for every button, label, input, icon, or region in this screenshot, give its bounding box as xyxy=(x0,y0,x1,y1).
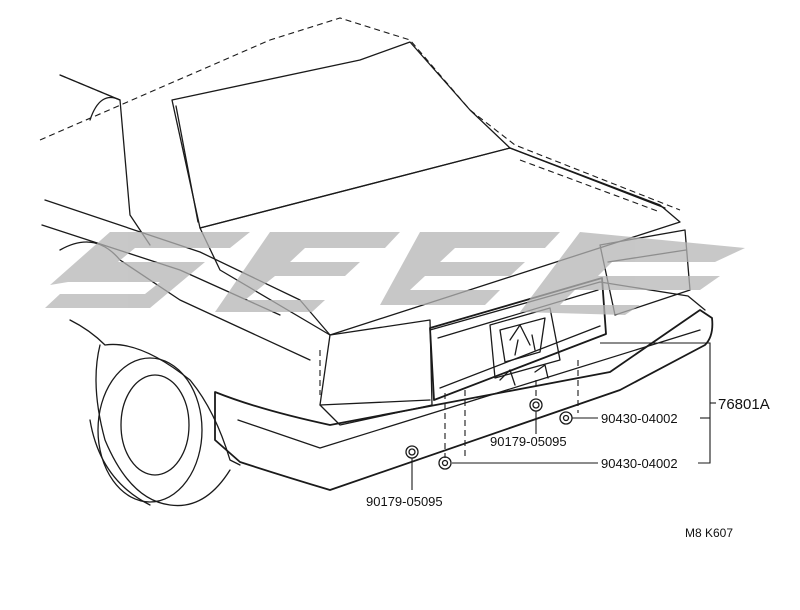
part-label-nut-upper: 90430-04002 xyxy=(601,411,678,426)
assembly-guide-lines xyxy=(319,350,579,460)
watermark-logo xyxy=(45,232,745,315)
part-label-nut-lower: 90430-04002 xyxy=(601,456,678,471)
part-label-76801a: 76801A xyxy=(718,396,770,413)
part-label-clip-center: 90179-05095 xyxy=(490,434,567,449)
reference-code: M8 K607 xyxy=(685,526,733,540)
leader-lines xyxy=(411,342,716,490)
part-label-clip-left: 90179-05095 xyxy=(366,494,443,509)
